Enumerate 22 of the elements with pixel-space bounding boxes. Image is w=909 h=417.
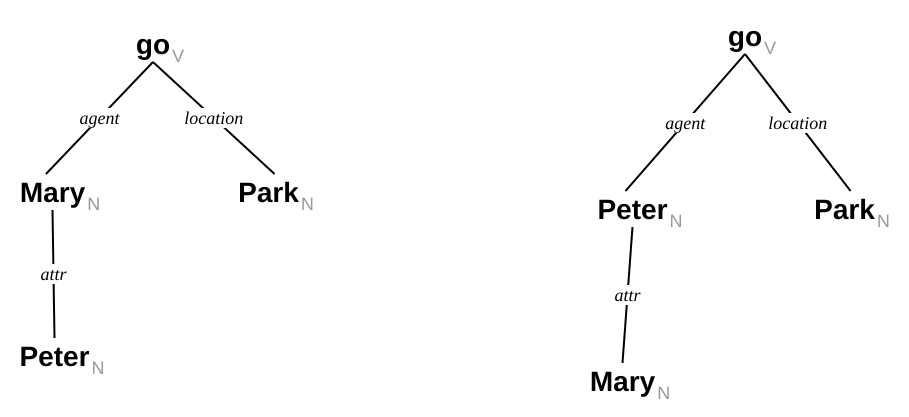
word: Park bbox=[238, 178, 299, 208]
edge-label: attr bbox=[612, 285, 642, 305]
word-class-tag: N bbox=[92, 358, 105, 378]
word: go bbox=[728, 22, 762, 52]
word-class-tag: N bbox=[876, 211, 890, 231]
edge-label: agent bbox=[663, 112, 708, 132]
edge-label: location bbox=[182, 108, 246, 128]
word-class-tag: N bbox=[670, 211, 683, 231]
edge-label: agent bbox=[77, 108, 122, 128]
word: Mary bbox=[20, 178, 86, 208]
word: Peter bbox=[19, 342, 90, 372]
word-class-tag: V bbox=[172, 46, 184, 66]
word: Mary bbox=[590, 367, 656, 397]
word: go bbox=[136, 30, 170, 60]
edge-label: attr bbox=[38, 264, 68, 284]
word-class-tag: N bbox=[300, 194, 314, 214]
word-class-tag: N bbox=[87, 194, 100, 214]
word: Peter bbox=[597, 195, 668, 225]
word-class-tag: V bbox=[764, 38, 776, 58]
word: Park bbox=[814, 195, 875, 225]
word-class-tag: N bbox=[657, 383, 670, 403]
edge-label: location bbox=[766, 112, 830, 132]
